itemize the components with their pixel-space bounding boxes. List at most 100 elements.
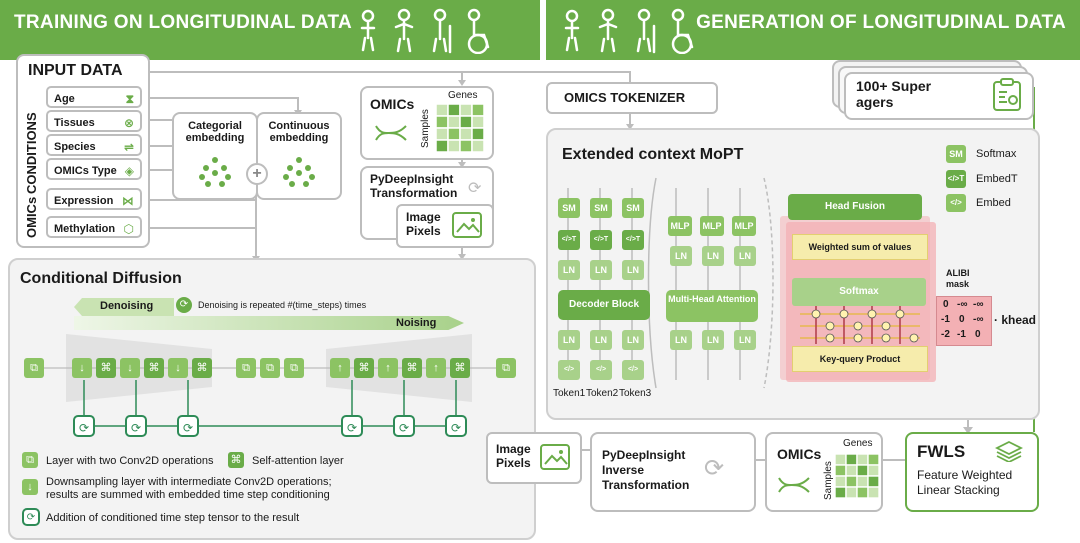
omics-methylation-label: Methylation (54, 223, 116, 235)
mha-ln-6: LN (734, 330, 756, 350)
layers-icon (995, 440, 1023, 462)
weighted-sum: Weighted sum of values (792, 234, 928, 260)
time-step-1: ⟳ (73, 415, 95, 437)
time-step-3: ⟳ (177, 415, 199, 437)
image-pixels-label: Image Pixels (406, 210, 441, 238)
attn-3: ⌘ (192, 358, 212, 378)
plus-circle: + (246, 163, 268, 185)
noising-label: Noising (396, 317, 437, 329)
pydeepinsight-title: PyDeepInsight Transformation (370, 172, 458, 200)
heatmap-grid (436, 104, 484, 152)
k-head-label: · khead (994, 313, 1037, 327)
condition-tissues-label: Tissues (54, 117, 95, 129)
head-fusion: Head Fusion (788, 194, 922, 220)
alibi-1-0: -1 (941, 314, 950, 325)
image-icon (452, 212, 482, 238)
condition-tissues[interactable]: Tissues⊗ (46, 110, 142, 132)
mha-ln-4: LN (670, 330, 692, 350)
alibi-2-2: 0 (975, 329, 981, 340)
attn-4: ⌘ (354, 358, 374, 378)
genes-label: Genes (448, 90, 478, 101)
down-3: ↓ (168, 358, 188, 378)
conv-layer-output: ⧉ (496, 358, 516, 378)
omics-tokenizer-label: OMICS TOKENIZER (564, 90, 686, 105)
conv-mid-1: ⧉ (236, 358, 256, 378)
dna-icon (375, 125, 407, 141)
softmax-block: Softmax (792, 278, 926, 306)
alibi-0-2: -∞ (973, 299, 984, 310)
super-agers-box: 100+ Super agers (844, 72, 1034, 120)
inverse-transform-label: PyDeepInsight Inverse Transformation (602, 448, 690, 492)
time-step-6: ⟳ (445, 415, 467, 437)
mlp-3: MLP (732, 216, 756, 236)
legend-attn-icon: ⌘ (228, 452, 244, 468)
mha-ln-5: LN (702, 330, 724, 350)
time-step-5: ⟳ (393, 415, 415, 437)
mha-ln-2: LN (702, 246, 724, 266)
hourglass-icon: ⧗ (125, 92, 134, 106)
mlp-2: MLP (700, 216, 724, 236)
generation-title: GENERATION OF LONGITUDINAL DATA (696, 12, 1066, 33)
denoising-note: Denoising is repeated #(time_steps) time… (198, 300, 367, 310)
conv-mid-3: ⧉ (284, 358, 304, 378)
token3-sm: SM (622, 198, 644, 218)
mha-ln-1: LN (670, 246, 692, 266)
bottom-genes-label: Genes (843, 438, 873, 449)
training-banner: TRAINING ON LONGITUDINAL DATA (0, 0, 540, 60)
alibi-1-1: 0 (959, 314, 965, 325)
bottom-samples-label: Samples (823, 461, 834, 500)
legend-embedT-icon: </>T (946, 170, 966, 188)
condition-species-label: Species (54, 141, 96, 153)
continuous-embedding-box: Continuous embedding (256, 112, 342, 200)
omics-title: OMICs (370, 96, 415, 112)
attn-2: ⌘ (144, 358, 164, 378)
bottom-image-pixels-box: Image Pixels (486, 432, 582, 484)
attention-grid (800, 306, 920, 344)
mha-ln-3: LN (734, 246, 756, 266)
network-icon (283, 157, 315, 187)
condition-omics-type-label: OMICs Type (54, 165, 117, 177)
legend-conv-icon: ⧉ (22, 452, 38, 468)
refresh-icon: ⟳ (704, 455, 725, 482)
conv-layer-input: ⧉ (24, 358, 44, 378)
legend-conv-label: Layer with two Conv2D operations (46, 455, 214, 467)
heatmap-grid (835, 454, 879, 498)
mlp-1: MLP (668, 216, 692, 236)
token1-ln: LN (558, 260, 580, 280)
condition-species[interactable]: Species⇌ (46, 134, 142, 156)
token2-embedT: </>T (590, 230, 612, 250)
inverse-transform-box: PyDeepInsight Inverse Transformation ⟳ (590, 432, 756, 512)
noising-arrow (74, 316, 464, 330)
token3-embedT: </>T (622, 230, 644, 250)
fwls-desc: Feature Weighted Linear Stacking (917, 468, 1013, 497)
legend-embedT-label: EmbedT (976, 173, 1018, 185)
legend-time-icon: ⟳ (22, 508, 40, 526)
bottom-image-pixels-label: Image Pixels (496, 442, 531, 470)
omics-methylation[interactable]: Methylation⬡ (46, 216, 142, 238)
alibi-matrix: 0 -∞ -∞ -1 0 -∞ -2 -1 0 (936, 296, 992, 346)
token1-embedT: </>T (558, 230, 580, 250)
condition-age-label: Age (54, 93, 75, 105)
condition-omics-type[interactable]: OMICs Type◈ (46, 158, 142, 180)
up-1: ↑ (330, 358, 350, 378)
legend-down-label: Downsampling layer with intermediate Con… (46, 476, 332, 501)
network-icon (199, 157, 231, 187)
condition-age[interactable]: Age ⧗ (46, 86, 142, 108)
omics-expression[interactable]: Expression⋈ (46, 188, 142, 210)
clipboard-icon (993, 78, 1021, 111)
legend-embed-icon: </> (946, 194, 966, 212)
key-query-product: Key-query Product (792, 346, 928, 372)
bottom-omics-title: OMICs (777, 446, 822, 462)
alibi-0-0: 0 (943, 299, 949, 310)
alibi-2-0: -2 (941, 329, 950, 340)
omics-panel: OMICs Genes Samples (360, 86, 494, 160)
generation-banner: GENERATION OF LONGITUDINAL DATA (546, 0, 1080, 60)
token1-label: Token1 (553, 388, 586, 399)
down-2: ↓ (120, 358, 140, 378)
legend-down-icon: ↓ (22, 479, 38, 495)
conv-mid-2: ⧉ (260, 358, 280, 378)
dna-icon (778, 477, 810, 493)
token2-ln2: LN (590, 330, 612, 350)
omics-tokenizer-box: OMICS TOKENIZER (546, 82, 718, 114)
token2-ln: LN (590, 260, 612, 280)
